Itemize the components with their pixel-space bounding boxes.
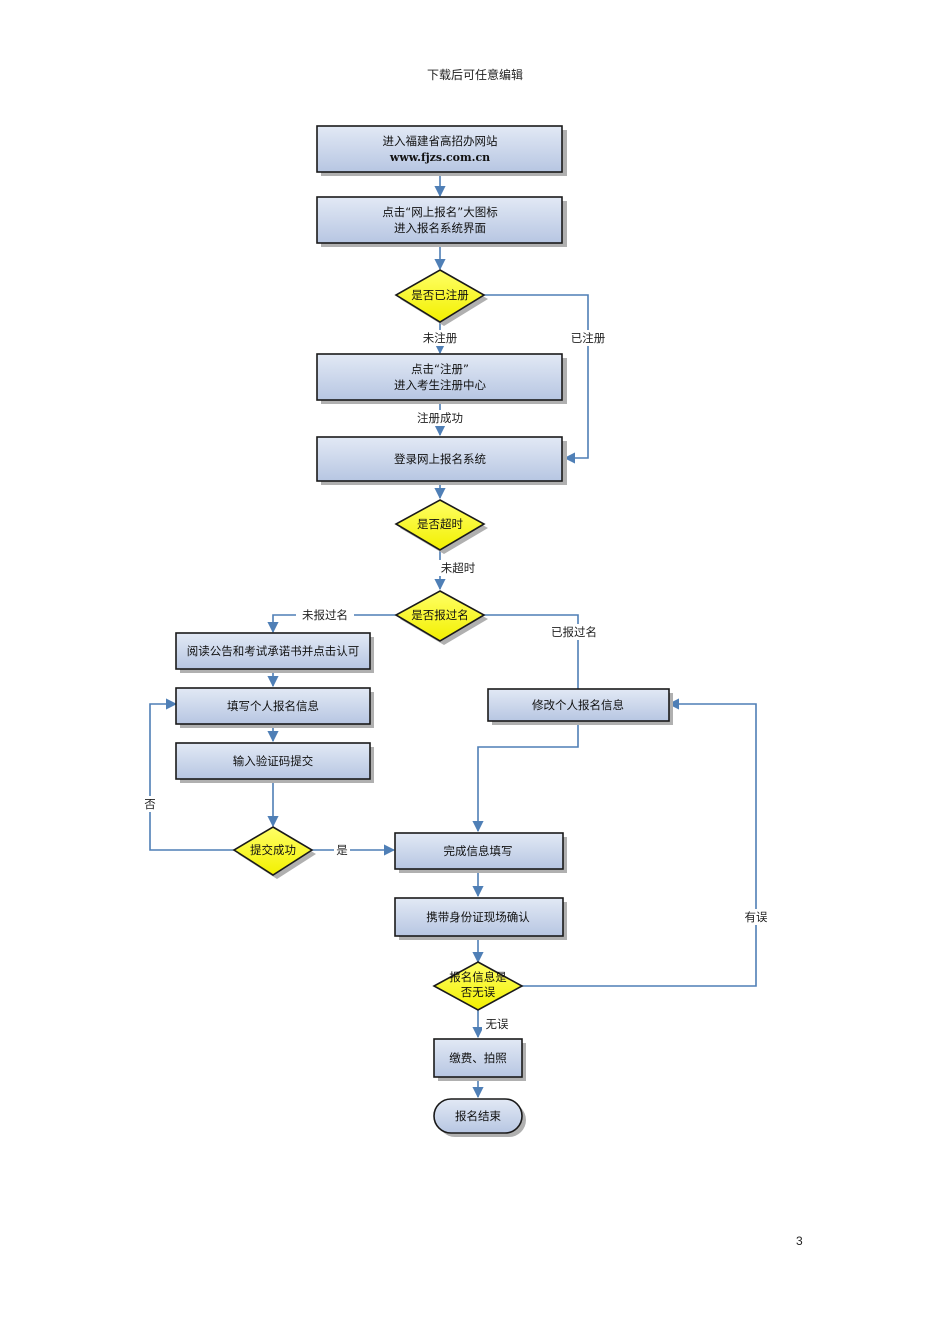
decision-registered: 是否已注册 [394,269,488,326]
node-end-label: 报名结束 [455,1109,501,1123]
node-read-notice: 阅读公告和考试承诺书并点击认可 [175,632,374,673]
decision-info-ok-line2: 否无误 [461,985,496,999]
decision-applied-label: 是否报过名 [411,608,469,622]
label-applied: 已报过名 [551,625,597,639]
edge-applied-q-yes [484,614,579,689]
page-number: 3 [796,1234,803,1248]
label-not-registered: 未注册 [423,331,458,345]
page-header: 下载后可任意编辑 [426,68,523,82]
label-has-error: 有误 [745,910,768,924]
label-registered: 已注册 [571,331,606,345]
node-input-code: 输入验证码提交 [175,742,374,783]
node-complete-info-label: 完成信息填写 [444,844,513,858]
node-click-register: 点击“注册” 进入考生注册中心 [316,353,567,404]
node-click-big-line1: 点击“网上报名”大图标 [382,205,497,219]
decision-info-ok-line1: 报名信息是 [449,970,507,984]
node-fill-info-label: 填写个人报名信息 [227,699,319,713]
node-click-big-icon: 点击“网上报名”大图标 进入报名系统界面 [316,196,567,247]
label-not-timeout: 未超时 [441,561,476,575]
node-click-big-line2: 进入报名系统界面 [394,221,486,235]
node-click-register-line2: 进入考生注册中心 [394,378,486,392]
node-start: 进入福建省高招办网站 www.fjzs.com.cn [316,125,567,176]
decision-submit-ok: 提交成功 [232,826,316,879]
decision-info-ok: 报名信息是 否无误 [432,961,524,1011]
node-fill-info: 填写个人报名信息 [175,687,374,728]
node-login-label: 登录网上报名系统 [394,452,486,466]
decision-timeout: 是否超时 [394,499,488,554]
label-reg-success: 注册成功 [417,411,463,425]
decision-submit-ok-label: 提交成功 [250,843,296,857]
edge-submit-q-no [149,698,234,851]
edge-registered-q-yes [484,294,589,464]
node-end: 报名结束 [433,1098,526,1137]
edge-applied-q-no [267,614,396,634]
node-start-line1: 进入福建省高招办网站 [383,134,498,148]
node-input-code-label: 输入验证码提交 [233,754,314,768]
edge-info-q-error [522,698,757,987]
node-modify-info-label: 修改个人报名信息 [532,698,624,712]
edge-modify-to-complete [472,721,579,833]
label-no-error: 无误 [486,1017,509,1031]
node-login: 登录网上报名系统 [316,436,567,485]
decision-timeout-label: 是否超时 [417,517,463,531]
node-modify-info: 修改个人报名信息 [487,688,673,725]
label-yes: 是 [336,843,348,857]
node-bring-id: 携带身份证现场确认 [394,897,567,940]
node-start-url: www.fjzs.com.cn [389,151,490,164]
node-bring-id-label: 携带身份证现场确认 [426,910,530,924]
node-click-register-line1: 点击“注册” [411,362,469,376]
edge-labels: 未注册 已注册 注册成功 未超时 未报过名 已报过名 否 是 有误 无误 [142,330,772,1032]
decision-registered-label: 是否已注册 [411,288,469,302]
node-pay-photo: 缴费、拍照 [433,1038,526,1081]
label-not-applied: 未报过名 [302,608,348,622]
node-complete-info: 完成信息填写 [394,832,567,873]
node-pay-photo-label: 缴费、拍照 [449,1051,507,1065]
decision-applied: 是否报过名 [394,590,488,645]
connectors [149,172,757,1099]
node-read-notice-label: 阅读公告和考试承诺书并点击认可 [187,644,360,658]
label-no: 否 [144,797,156,811]
